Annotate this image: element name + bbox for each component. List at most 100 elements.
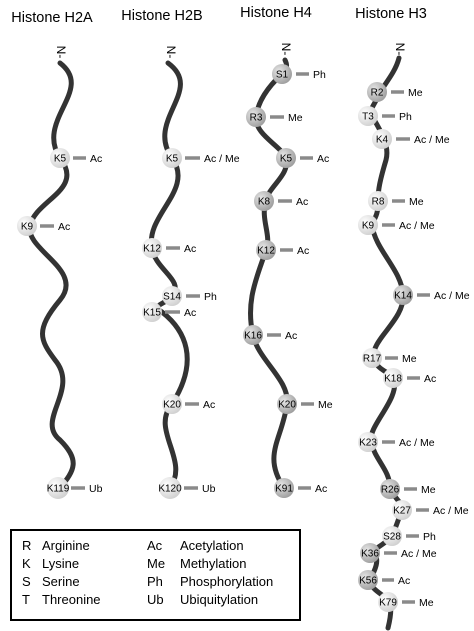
tail-h2b bbox=[148, 60, 190, 491]
legend-aa-abbr: T bbox=[22, 592, 30, 607]
svg-text:Ph: Ph bbox=[399, 111, 412, 123]
svg-text:K12: K12 bbox=[257, 246, 275, 257]
legend-mod-abbr: Ac bbox=[147, 538, 163, 553]
legend-mod-abbr: Me bbox=[147, 556, 165, 571]
residue-h3-k4: K4 Ac / Me bbox=[372, 129, 450, 149]
nterm-h2b: N- bbox=[164, 46, 178, 59]
svg-text:Ac / Me: Ac / Me bbox=[433, 505, 469, 517]
svg-text:R17: R17 bbox=[363, 354, 382, 365]
svg-text:K9: K9 bbox=[362, 221, 375, 232]
svg-text:Me: Me bbox=[318, 399, 333, 411]
svg-text:Ac: Ac bbox=[285, 330, 297, 342]
svg-text:K23: K23 bbox=[359, 438, 377, 449]
residue-h3-k18: K18 Ac bbox=[383, 368, 436, 388]
svg-text:Ac: Ac bbox=[203, 399, 215, 411]
svg-text:K20: K20 bbox=[163, 400, 181, 411]
legend-mod-name: Ubiquitylation bbox=[180, 592, 258, 607]
svg-text:Me: Me bbox=[288, 112, 303, 124]
svg-text:Ac / Me: Ac / Me bbox=[399, 437, 435, 449]
legend-mod-name: Acetylation bbox=[180, 538, 244, 553]
residue-h3-s28: S28 Ph bbox=[382, 526, 436, 546]
residue-h4-k8: K8 Ac bbox=[254, 191, 308, 211]
svg-text:K79: K79 bbox=[379, 598, 397, 609]
svg-text:Ac: Ac bbox=[398, 575, 410, 587]
svg-text:K119: K119 bbox=[47, 484, 70, 495]
residue-h3-k79: K79 Me bbox=[378, 592, 434, 612]
svg-text:S28: S28 bbox=[383, 532, 401, 543]
title-h2b: Histone H2B bbox=[121, 8, 202, 24]
residue-h3-k23: K23 Ac / Me bbox=[358, 432, 435, 452]
svg-text:Me: Me bbox=[408, 87, 423, 99]
legend-aa-abbr: S bbox=[22, 574, 31, 589]
nterm-h4: N- bbox=[279, 43, 293, 56]
title-h4: Histone H4 bbox=[240, 5, 312, 21]
svg-text:K12: K12 bbox=[143, 244, 161, 255]
svg-text:R3: R3 bbox=[250, 113, 263, 124]
residue-h3-k27: K27 Ac / Me bbox=[392, 500, 469, 520]
residue-h3-k36: K36 Ac / Me bbox=[360, 543, 437, 563]
svg-text:Ph: Ph bbox=[313, 69, 326, 81]
svg-text:Ac: Ac bbox=[297, 245, 309, 257]
svg-text:R26: R26 bbox=[381, 485, 400, 496]
svg-text:K4: K4 bbox=[376, 135, 389, 146]
legend-aa-name: Lysine bbox=[42, 556, 79, 571]
residue-h3-r8: R8 Me bbox=[368, 191, 424, 211]
residue-h3-k9: K9 Ac / Me bbox=[358, 215, 435, 235]
residue-h2b-k15: K15 Ac bbox=[142, 302, 196, 322]
residue-h4-s1: S1 Ph bbox=[272, 64, 326, 84]
residue-h3-r2: R2 Me bbox=[367, 82, 423, 102]
residue-h2b-s14: S14 Ph bbox=[162, 286, 217, 306]
svg-text:Ac: Ac bbox=[296, 196, 308, 208]
residue-h2a-k9: K9 Ac bbox=[17, 216, 70, 236]
svg-text:Ac: Ac bbox=[184, 243, 196, 255]
svg-text:Ph: Ph bbox=[423, 531, 436, 543]
svg-text:K9: K9 bbox=[21, 222, 34, 233]
svg-text:S14: S14 bbox=[163, 292, 181, 303]
svg-text:Ac: Ac bbox=[315, 483, 327, 495]
svg-text:K14: K14 bbox=[394, 291, 412, 302]
svg-text:Ac / Me: Ac / Me bbox=[434, 290, 470, 302]
residue-h2b-k12: K12 Ac bbox=[142, 238, 196, 258]
title-h3: Histone H3 bbox=[355, 6, 427, 22]
legend-aa-abbr: R bbox=[22, 538, 31, 553]
residue-h4-k12: K12 Ac bbox=[256, 240, 309, 260]
residue-h2b-k20: K20 Ac bbox=[162, 394, 215, 414]
svg-text:Ub: Ub bbox=[202, 483, 216, 495]
svg-text:Ac: Ac bbox=[90, 153, 102, 165]
svg-text:Me: Me bbox=[409, 196, 424, 208]
legend-mod-name: Methylation bbox=[180, 556, 246, 571]
svg-text:K56: K56 bbox=[359, 576, 377, 587]
legend-mod-abbr: Ub bbox=[147, 592, 164, 607]
svg-text:Ub: Ub bbox=[89, 483, 103, 495]
nterm-h2a: N- bbox=[54, 46, 68, 59]
svg-text:R8: R8 bbox=[372, 197, 385, 208]
residue-h4-k16: K16 Ac bbox=[243, 325, 297, 345]
svg-text:K16: K16 bbox=[244, 331, 262, 342]
svg-text:K27: K27 bbox=[393, 506, 411, 517]
residue-h2b-k5: K5 Ac / Me bbox=[162, 148, 240, 168]
residue-h3-t3: T3 Ph bbox=[358, 106, 412, 126]
svg-text:K20: K20 bbox=[278, 400, 296, 411]
legend-box: R Arginine K Lysine S Serine T Threonine… bbox=[10, 529, 301, 621]
residue-h2a-k119: K119 Ub bbox=[47, 477, 103, 499]
svg-text:Ph: Ph bbox=[204, 291, 217, 303]
svg-text:Me: Me bbox=[402, 353, 417, 365]
residue-h3-k56: K56 Ac bbox=[358, 570, 410, 590]
svg-text:K18: K18 bbox=[384, 374, 402, 385]
residue-h2b-k120: K120 Ub bbox=[158, 477, 216, 499]
legend-mod-name: Phosphorylation bbox=[180, 574, 273, 589]
residue-h3-k14: K14 Ac / Me bbox=[393, 285, 470, 305]
svg-text:K91: K91 bbox=[275, 484, 293, 495]
svg-text:K5: K5 bbox=[280, 154, 293, 165]
tail-h2a bbox=[27, 60, 76, 491]
svg-text:R2: R2 bbox=[371, 88, 384, 99]
svg-text:K15: K15 bbox=[143, 308, 161, 319]
residue-h3-r17: R17 Me bbox=[362, 348, 417, 368]
svg-text:S1: S1 bbox=[276, 70, 289, 81]
svg-text:Ac: Ac bbox=[184, 307, 196, 319]
legend-aa-name: Arginine bbox=[42, 538, 90, 553]
residue-h4-r3: R3 Me bbox=[246, 107, 303, 127]
nterm-h3: N- bbox=[393, 43, 407, 56]
title-h2a: Histone H2A bbox=[11, 10, 93, 26]
